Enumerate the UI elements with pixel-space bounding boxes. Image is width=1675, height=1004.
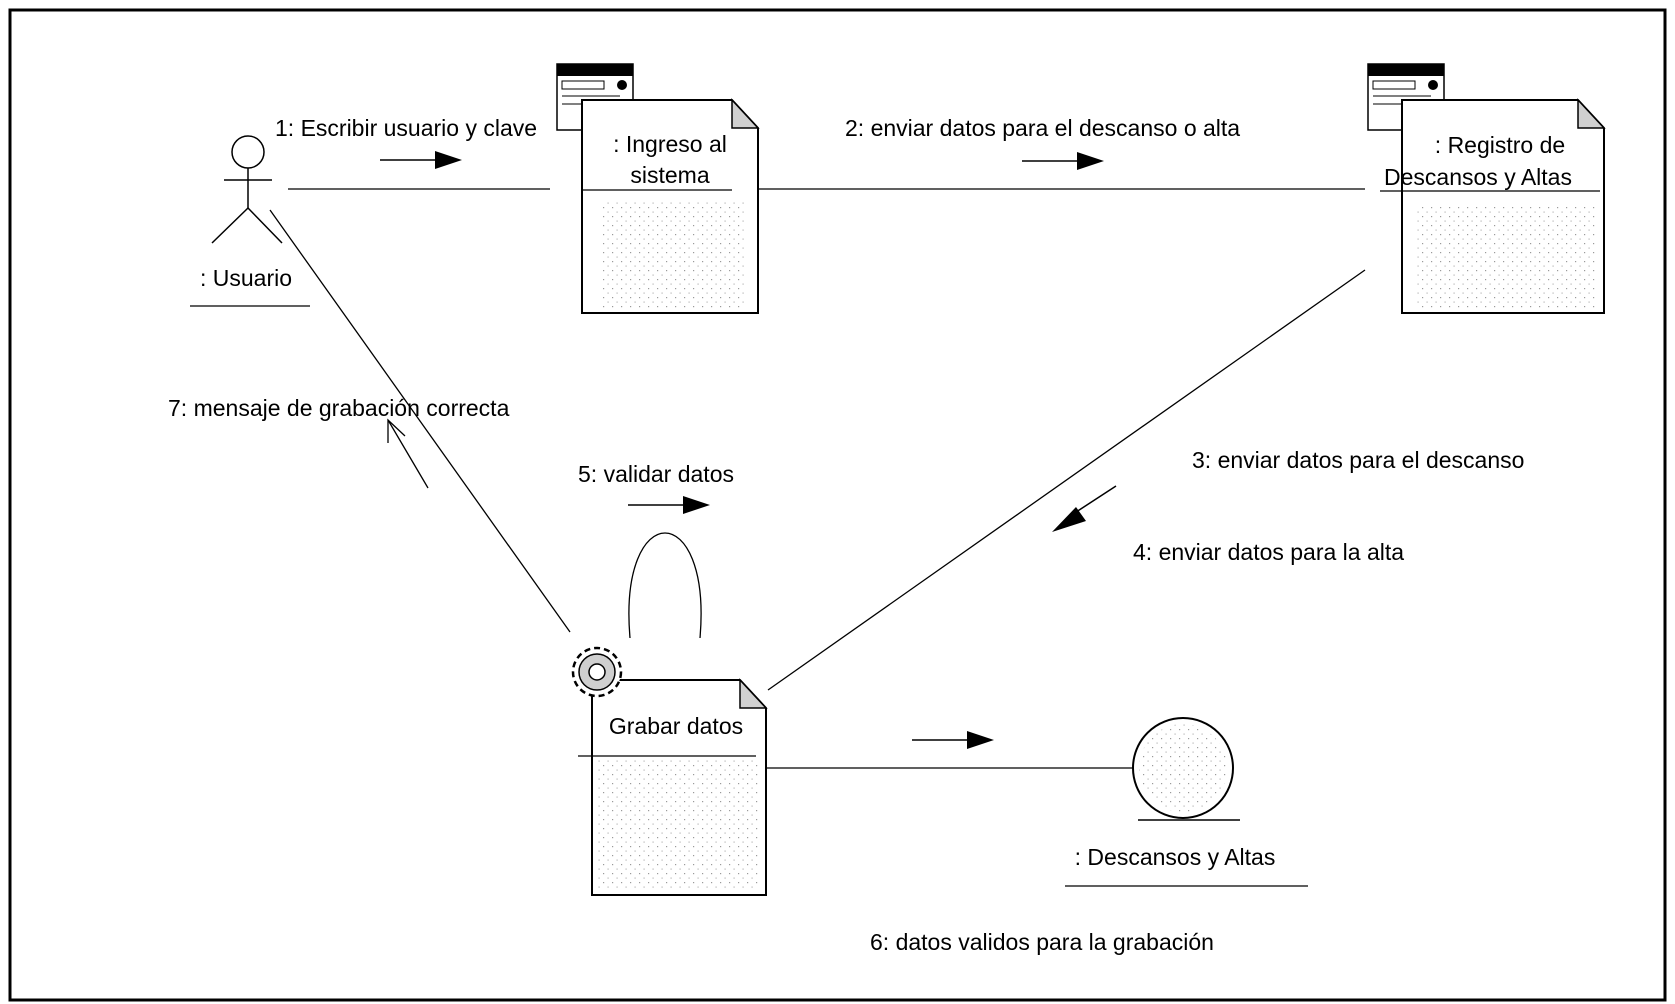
object-label-line1: : Ingreso al (613, 131, 727, 157)
object-entity-descansos: : Descansos y Altas (1065, 717, 1308, 887)
message-arrow-1 (380, 151, 462, 169)
message-arrow-2 (1022, 152, 1104, 170)
message-label-3: 3: enviar datos para el descanso (1192, 447, 1524, 473)
message-arrow-3 (1052, 485, 1117, 532)
message-label-6: 6: datos validos para la grabación (870, 929, 1214, 955)
link-registro-grabar (767, 269, 1366, 691)
document-fold (1577, 98, 1606, 129)
document-fold (731, 98, 760, 129)
gear-icon (571, 646, 623, 698)
object-label-line2: Descansos y Altas (1384, 164, 1572, 190)
entity-circle-icon (1132, 717, 1240, 821)
stick-figure-icon (211, 135, 283, 244)
link-usuario-grabar (269, 209, 571, 633)
message-label-1: 1: Escribir usuario y clave (275, 115, 537, 141)
self-link-grabar (628, 532, 702, 639)
message-arrow-6 (912, 731, 994, 749)
actor-label: : Usuario (200, 265, 292, 291)
document-fold (739, 678, 768, 709)
message-arrow-5 (628, 496, 710, 514)
actor-usuario: : Usuario (190, 135, 310, 307)
message-arrow-7 (387, 418, 429, 489)
message-label-5: 5: validar datos (578, 461, 734, 487)
object-grabar-datos: Grabar datos (571, 646, 768, 896)
object-registro-descansos: : Registro de Descansos y Altas (1367, 63, 1606, 314)
object-label-line1: : Registro de (1435, 132, 1565, 158)
document-texture (600, 200, 745, 308)
message-label-4: 4: enviar datos para la alta (1133, 539, 1404, 565)
document-texture (598, 760, 758, 890)
message-label-2: 2: enviar datos para el descanso o alta (845, 115, 1240, 141)
object-ingreso-sistema: : Ingreso al sistema (556, 63, 760, 314)
entity-label: : Descansos y Altas (1075, 844, 1276, 870)
message-label-7: 7: mensaje de grabación correcta (168, 395, 510, 421)
object-label-line2: sistema (630, 162, 709, 188)
document-texture (1415, 205, 1595, 308)
diagram-frame (8, 8, 1667, 1002)
object-label: Grabar datos (609, 713, 743, 739)
